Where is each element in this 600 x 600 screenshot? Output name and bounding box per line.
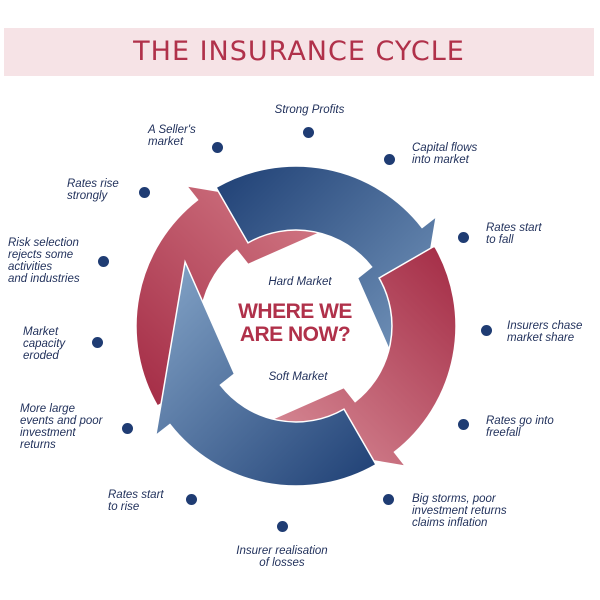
stage-label-rates-start-to-rise: Rates start to rise <box>108 489 164 513</box>
stage-dot <box>481 325 492 336</box>
stage-dot <box>139 187 150 198</box>
stage-label-sellers-market: A Seller's market <box>148 124 196 148</box>
stage-label-risk-selection: Risk selection rejects some activities a… <box>8 237 80 285</box>
title-banner: THE INSURANCE CYCLE <box>4 28 594 76</box>
center-question: WHERE WE ARE NOW? <box>238 300 352 346</box>
stage-label-rates-start-to-fall: Rates start to fall <box>486 222 542 246</box>
stage-label-insurer-realisation: Insurer realisation of losses <box>236 545 328 569</box>
arrow-losses <box>229 244 457 468</box>
arrow-hardening <box>154 259 378 487</box>
stage-label-more-large-events: More large events and poor investment re… <box>20 403 103 451</box>
stage-dot <box>212 142 223 153</box>
diagram-title: THE INSURANCE CYCLE <box>133 36 465 67</box>
stage-label-insurers-chase: Insurers chase market share <box>507 320 583 344</box>
arrow-softening <box>214 165 438 393</box>
stage-dot <box>458 419 469 430</box>
stage-dot <box>383 494 394 505</box>
stage-dot <box>92 337 103 348</box>
stage-dot <box>122 423 133 434</box>
stage-label-big-storms: Big storms, poor investment returns clai… <box>412 493 507 529</box>
stage-dot <box>384 154 395 165</box>
stage-label-market-capacity: Market capacity eroded <box>23 326 66 362</box>
stage-dot <box>98 256 109 267</box>
stage-label-rates-rise-strongly: Rates rise strongly <box>67 178 119 202</box>
stage-dot <box>303 127 314 138</box>
stage-label-capital-flows: Capital flows into market <box>412 142 478 166</box>
stage-dot <box>186 494 197 505</box>
stage-dot <box>458 232 469 243</box>
hard-market-label: Hard Market <box>268 276 332 288</box>
soft-market-label: Soft Market <box>268 371 328 383</box>
stage-label-strong-profits: Strong Profits <box>274 104 345 116</box>
stage-dot <box>277 521 288 532</box>
stage-label-rates-freefall: Rates go into freefall <box>486 415 554 439</box>
